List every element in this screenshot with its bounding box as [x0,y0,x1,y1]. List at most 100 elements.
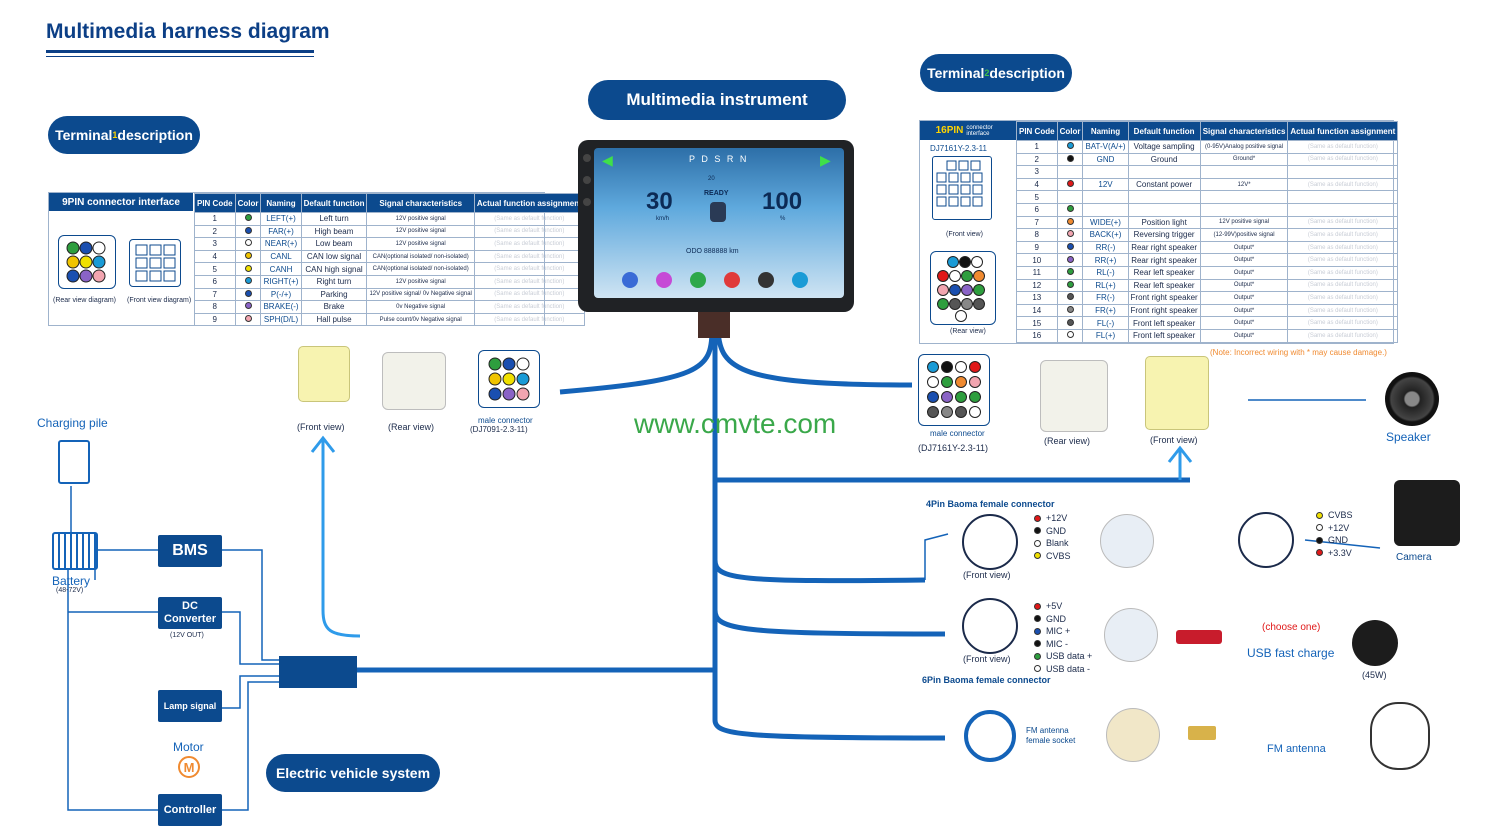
wire-color-dot [244,239,252,247]
table16-actual-cell: (Same as default function) [1287,228,1399,242]
legend-dot [1034,615,1041,623]
table16-actual-cell: (Same as default function) [1287,328,1399,343]
side-button-icon[interactable] [583,198,591,206]
16pin-male-pins [927,361,981,418]
wire-to-16pin [715,329,913,388]
table16-col-naming: Naming [1082,121,1129,141]
charging-pile-icon [58,440,90,484]
9pin-male-model: (DJ7091-2.3-11) [470,425,528,434]
legend-item: MIC - [1034,638,1092,651]
app-camera-icon[interactable] [758,272,774,288]
wire-to-fm [712,610,946,741]
table9-color-cell [234,237,262,251]
table9-pin-cell: 5 [194,262,236,276]
table16-color-cell [1056,253,1084,267]
table16-signal-cell: Output* [1199,291,1289,305]
table16-pin-cell: 10 [1016,253,1058,267]
legend-dot [1034,627,1041,635]
fm-plug-image [1106,708,1160,762]
odometer: ODO 888888 km [686,248,739,255]
table16-function-cell: Voltage sampling [1127,140,1201,154]
app-phone-icon[interactable] [690,272,706,288]
table16-front-caption: (Front view) [946,231,983,238]
legend-dot [1034,652,1041,660]
speed-unit: km/h [656,216,670,222]
table9-naming-cell: P(-/+) [260,287,302,302]
junction-box [279,656,357,688]
table16-row: 3 [1016,165,1399,179]
wire-color-dot [1066,142,1074,150]
fm-antenna-image [1370,702,1430,770]
table9-naming-cell: BRAKE(-) [260,300,302,314]
table16-signal-cell: 12V* [1199,177,1289,192]
table16: PIN Code Color Naming Default function S… [1016,121,1399,343]
legend-dot [1034,514,1041,522]
wire-color-dot [1066,180,1074,188]
table9-pin-cell: 3 [194,237,236,251]
table16-function-cell: Front right speaker [1127,303,1201,318]
instrument-pill: Multimedia instrument [588,80,846,120]
wire-color-dot [1066,243,1074,251]
table16-naming-cell: FR(+) [1082,303,1129,318]
table9-col-naming: Naming [260,193,302,213]
9pin-male-pins [488,357,530,401]
table16-signal-cell [1199,202,1289,217]
9pin-front-caption: (Front view) [297,422,345,432]
table9-function-cell: CAN high signal [300,262,368,276]
16pin-front-caption: (Front view) [1150,435,1198,445]
table16-naming-cell: 12V [1082,177,1129,192]
ready-label: READY [704,190,729,197]
legend-dot [1034,640,1041,648]
table16-naming-cell: FR(-) [1082,291,1129,305]
gear-indicator: P D S R N [689,154,749,164]
table9-color-cell [234,300,262,314]
table9-naming-cell: CANH [260,262,302,276]
table16-color-cell [1056,202,1084,217]
table16-pin-cell: 13 [1016,291,1058,305]
table16-pin-cell: 9 [1016,240,1058,255]
table16-signal-cell [1199,165,1289,179]
table16-col-signal: Signal characteristics [1199,121,1289,141]
table16-color-cell [1056,240,1084,255]
instrument-plug [698,308,730,338]
usb-cable-plug-image [1176,630,1222,644]
battery-range: (48-72V) [56,587,84,594]
table16-function-cell: Position light [1127,215,1201,230]
app-music-icon[interactable] [656,272,672,288]
multimedia-instrument: ◀ ▶ P D S R N 30 km/h 100 % READY 20 ODO… [578,140,854,312]
table16-pin-cell: 5 [1016,190,1058,204]
table9-function-cell: Right turn [300,274,368,289]
table16-color-cell [1056,228,1084,242]
wire-color-dot [244,315,252,323]
instrument-display: ◀ ▶ P D S R N 30 km/h 100 % READY 20 ODO… [594,148,844,298]
table16-function-cell: Rear left speaker [1127,265,1201,280]
table9-pin-cell: 7 [194,287,236,302]
table16-color-cell [1056,165,1084,179]
table9-function-cell: High beam [300,224,368,239]
table16-pin-cell: 3 [1016,165,1058,179]
table16-color-cell [1056,291,1084,305]
side-button-icon[interactable] [583,176,591,184]
table16-color-cell [1056,278,1084,293]
app-radio-icon[interactable] [622,272,638,288]
table16-signal-cell: Output* [1199,253,1289,267]
motor-label: Motor [173,740,204,754]
app-video-icon[interactable] [724,272,740,288]
legend-label: GND [1046,613,1066,624]
side-button-icon[interactable] [583,154,591,162]
table9-naming-cell: FAR(+) [260,224,302,239]
app-settings-icon[interactable] [792,272,808,288]
legend-item: +5V [1034,600,1092,613]
legend-item: USB data - [1034,663,1092,676]
usb-watt-label: (45W) [1362,670,1387,680]
wire-color-dot [244,302,252,310]
legend-label: MIC + [1046,626,1071,637]
